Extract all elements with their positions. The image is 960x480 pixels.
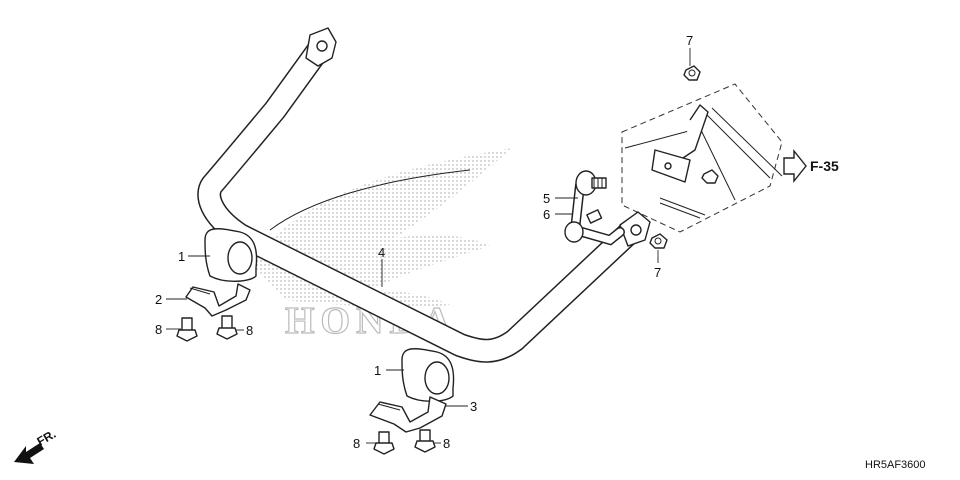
callout-1-upper: 1 — [178, 249, 185, 264]
callout-6: 6 — [543, 207, 550, 222]
arrow-down-left-icon — [14, 443, 44, 464]
bolt-4 — [414, 429, 436, 453]
callout-8-d: 8 — [443, 436, 450, 451]
callout-7-lower: 7 — [654, 265, 661, 280]
leader-lines — [166, 48, 691, 444]
nut-in-box — [701, 169, 719, 184]
nut-upper — [683, 65, 701, 81]
arrow-right-outline-icon — [783, 149, 807, 183]
bolt-2 — [216, 315, 238, 340]
reference-label: F-35 — [810, 158, 839, 174]
callout-5: 5 — [543, 191, 550, 206]
holder-left — [185, 283, 251, 317]
nut-lower — [649, 233, 668, 249]
stabilizer-bar — [197, 27, 651, 363]
callout-4: 4 — [378, 245, 385, 260]
bolt-3 — [373, 431, 395, 455]
reference-link[interactable]: F-35 — [783, 149, 839, 183]
callout-8-b: 8 — [246, 323, 253, 338]
bushing-upper — [204, 228, 258, 282]
stabilizer-link — [564, 170, 625, 246]
callout-8-c: 8 — [353, 436, 360, 451]
bolt-1 — [176, 317, 198, 342]
diagram-code: HR5AF3600 — [865, 459, 926, 471]
callout-7-upper: 7 — [686, 33, 693, 48]
detail-box — [621, 83, 783, 233]
callout-8-a: 8 — [155, 322, 162, 337]
holder-right — [369, 396, 447, 433]
callout-2: 2 — [155, 292, 162, 307]
callout-3: 3 — [470, 399, 477, 414]
bushing-lower — [401, 348, 455, 402]
front-indicator: FR. — [14, 427, 58, 464]
callout-1-lower: 1 — [374, 363, 381, 378]
